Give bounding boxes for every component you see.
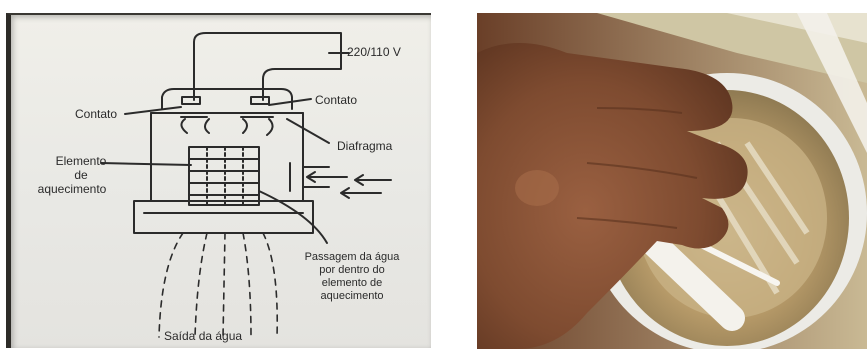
contact-right-block (251, 97, 269, 104)
voltage-label: 220/110 V (347, 45, 401, 59)
diagram-screen: 220/110 V Contato Contato Diafragma Elem… (6, 13, 431, 348)
contact-left-block (182, 97, 200, 104)
diagram-photo: 220/110 V Contato Contato Diafragma Elem… (0, 0, 432, 349)
heater-body (151, 113, 303, 201)
leader-contato-right (269, 99, 311, 105)
passagem-label: Passagem da água por dentro do elemento … (287, 251, 417, 303)
leader-passagem (259, 191, 327, 243)
hand-photo (477, 13, 867, 349)
saida-label: Saída da água (164, 329, 242, 343)
leader-diafragma (287, 119, 329, 143)
contato-right-label: Contato (315, 93, 357, 107)
elemento-label: Elemento de aquecimento (41, 154, 121, 196)
contato-left-label: Contato (75, 107, 117, 121)
diafragma-label: Diafragma (337, 139, 392, 153)
hand-holding-heater-photo (477, 13, 867, 349)
